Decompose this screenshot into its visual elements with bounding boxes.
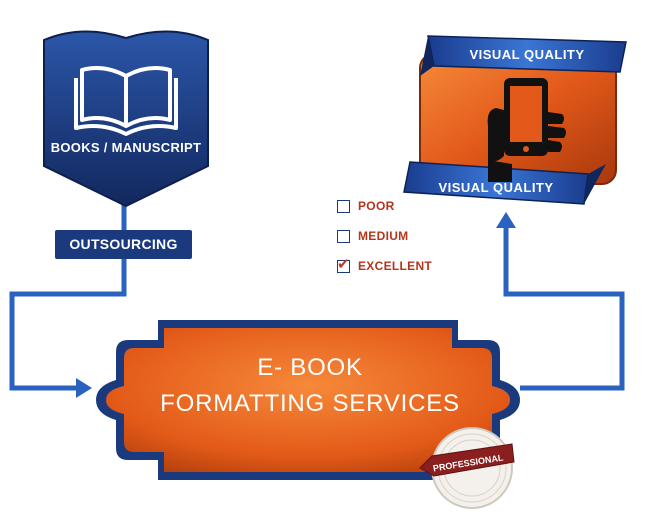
visual-quality-bottom-label: VISUAL QUALITY	[438, 180, 553, 195]
connector-source-to-service	[9, 259, 127, 391]
arrow-into-quality	[496, 212, 516, 228]
service-title-line2: FORMATTING SERVICES	[160, 390, 460, 417]
quality-option-label: POOR	[358, 199, 395, 213]
quality-option-excellent: ✔ EXCELLENT	[337, 256, 432, 276]
quality-option-medium: MEDIUM	[337, 226, 408, 246]
service-title: E- BOOK FORMATTING SERVICES	[140, 350, 480, 422]
source-label: BOOKS / MANUSCRIPT	[50, 140, 202, 155]
quality-option-label: MEDIUM	[358, 229, 409, 243]
connector-service-to-quality	[503, 226, 625, 391]
service-plaque	[96, 320, 520, 480]
arrow-into-service	[76, 378, 92, 398]
service-title-line1: E- BOOK	[257, 354, 363, 381]
visual-quality-graphic: VISUAL QUALITY VISUAL QUALITY	[403, 35, 627, 205]
visual-quality-top-label: VISUAL QUALITY	[469, 47, 584, 62]
checkmark-icon: ✔	[337, 255, 350, 273]
hand-holding-tablet-icon	[487, 78, 566, 182]
checkbox-poor	[337, 199, 350, 213]
professional-seal: PROFESSIONAL	[419, 427, 515, 509]
open-book-icon	[74, 66, 178, 136]
checkbox-medium	[337, 229, 350, 243]
quality-option-label: EXCELLENT	[358, 259, 433, 273]
book-shield	[43, 30, 209, 208]
checkbox-excellent: ✔	[337, 256, 350, 273]
quality-option-poor: POOR	[337, 196, 395, 216]
outsourcing-tag: OUTSOURCING	[55, 230, 192, 259]
